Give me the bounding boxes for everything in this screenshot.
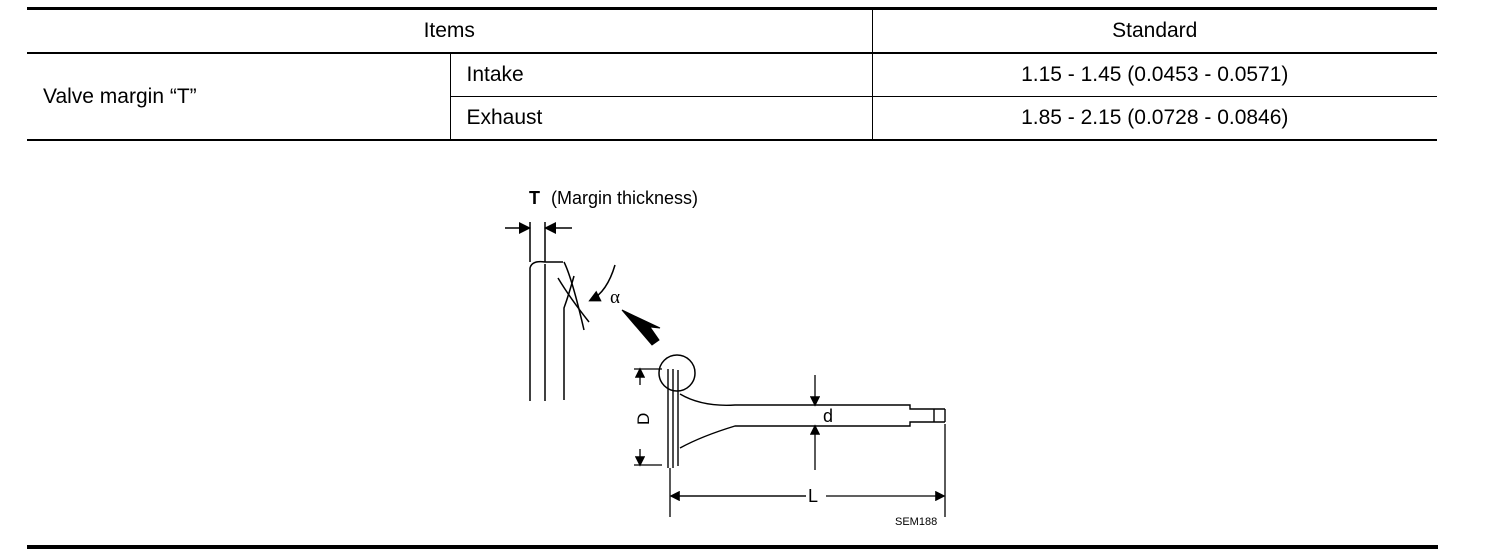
margin-thickness-marker <box>505 222 572 262</box>
detail-circle <box>658 354 696 392</box>
t-label: T <box>529 188 540 208</box>
intake-label: Intake <box>449 53 873 97</box>
items-header: Items <box>27 7 873 54</box>
exhaust-standard-value: 1.85 - 2.15 (0.0728 - 0.0846) <box>871 96 1437 141</box>
valve-margin-detail <box>529 260 616 401</box>
figure-code: SEM188 <box>895 516 937 528</box>
bottom-rule <box>27 545 1438 549</box>
table-row: Exhaust 1.85 - 2.15 (0.0728 - 0.0846) <box>27 96 1437 141</box>
valve-margin-label: Valve margin “T” <box>27 53 451 141</box>
length-dimension <box>669 424 946 517</box>
valve-margin-table: Items Standard Valve margin “T” Intake 1… <box>27 7 1437 141</box>
standard-header: Standard <box>871 7 1437 54</box>
table-header-row: Items Standard <box>27 7 1437 54</box>
t-caption: (Margin thickness) <box>551 188 698 208</box>
d-upper-label: D <box>634 413 653 425</box>
exhaust-label: Exhaust <box>450 96 873 141</box>
valve-diagram: T (Margin thickness) α <box>490 180 970 535</box>
d-lower-label: d <box>823 406 833 426</box>
table-row: Valve margin “T” Intake 1.15 - 1.45 (0.0… <box>27 53 1437 141</box>
valve-body <box>667 369 946 468</box>
d-diameter-dimension <box>634 367 662 467</box>
l-label: L <box>808 486 818 506</box>
intake-standard-value: 1.15 - 1.45 (0.0453 - 0.0571) <box>871 53 1437 97</box>
alpha-label: α <box>610 287 620 308</box>
detail-arrow <box>621 309 661 346</box>
